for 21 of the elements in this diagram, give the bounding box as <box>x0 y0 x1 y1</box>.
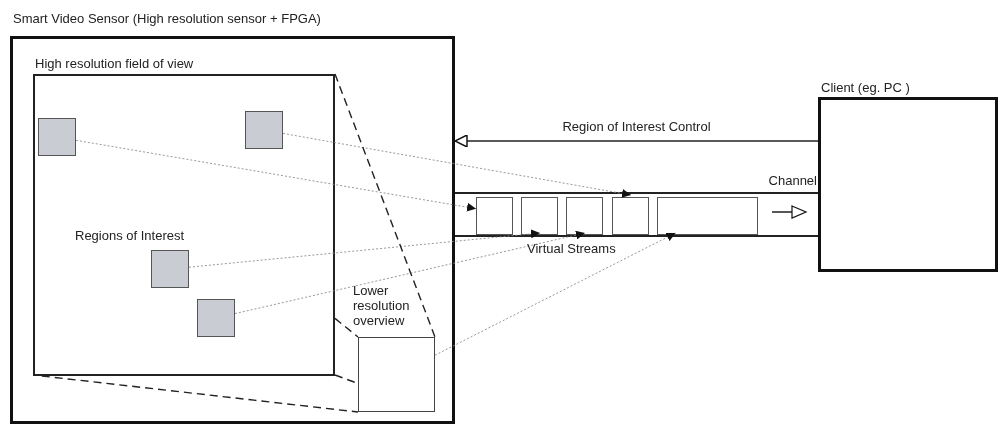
projection-line <box>334 73 436 338</box>
stream-packet <box>566 197 603 235</box>
channel-heading: Channel <box>768 173 817 188</box>
edge-label: Region of Interest Control <box>562 119 711 134</box>
stream-packet <box>521 197 558 235</box>
arrow <box>454 134 819 148</box>
projection-line <box>334 317 359 338</box>
region-square <box>38 118 76 156</box>
area-label: Regions of Interest <box>75 228 185 243</box>
stream-packet <box>612 197 649 235</box>
stream-packet <box>476 197 513 235</box>
region-square <box>245 111 283 149</box>
stream-packet <box>657 197 758 235</box>
projection-line <box>41 375 359 413</box>
sensor-heading: Smart Video Sensor (High resolution sensor + FPGA) <box>13 11 321 26</box>
overview-heading: Lower resolution overview <box>353 283 411 328</box>
frame-heading: High resolution field of view <box>35 56 194 71</box>
streams-caption: Virtual Streams <box>527 241 616 256</box>
client-heading: Client (eg. PC ) <box>821 80 910 95</box>
region-square <box>151 250 189 288</box>
region-square <box>197 299 235 337</box>
